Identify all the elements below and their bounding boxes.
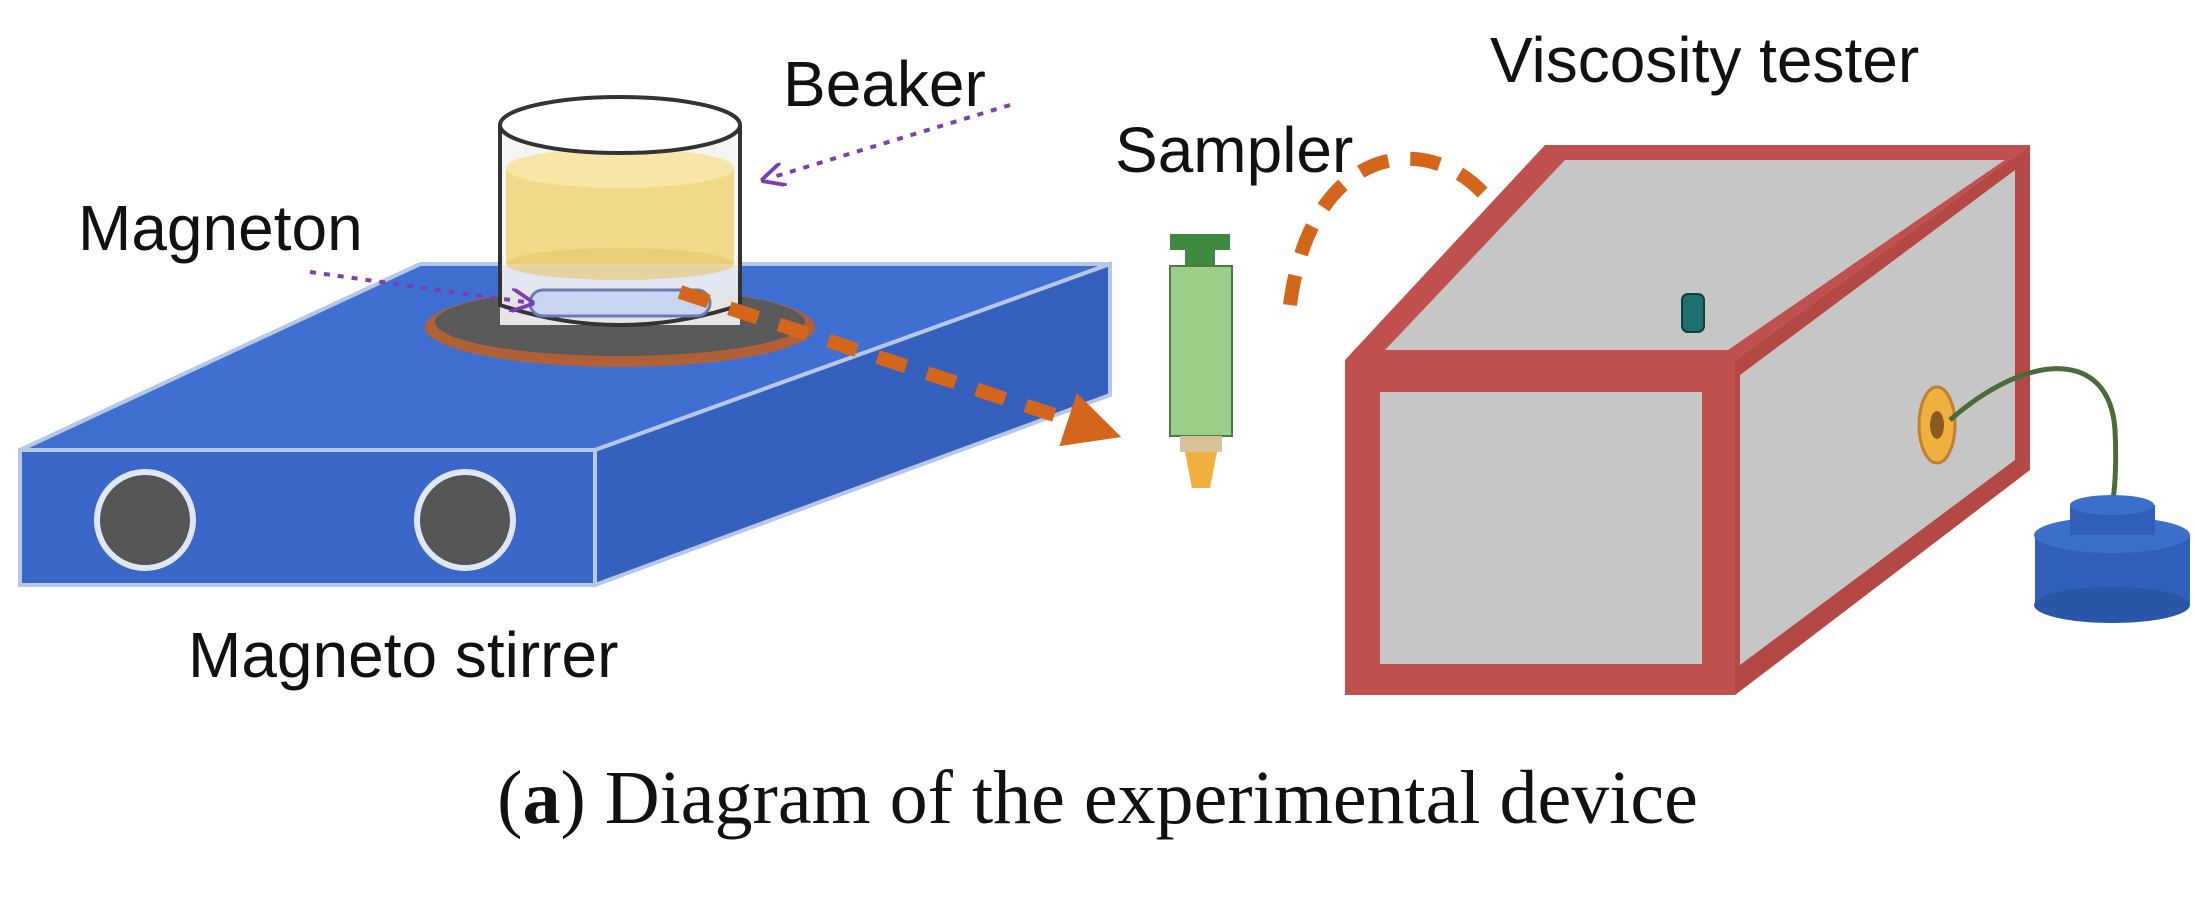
knob-icon [414,469,516,571]
caption-open-paren: ( [497,756,523,840]
viscosity-tester-label: Viscosity tester [1490,24,1920,96]
beaker-label: Beaker [783,48,986,120]
caption-text: ) Diagram of the experimental device [560,756,1698,840]
magneto-stirrer-label: Magneto stirrer [188,619,619,691]
syringe-shape [1169,234,1233,488]
sample-port [1681,293,1705,333]
caption-letter: a [522,756,561,840]
probe-sensor-icon [2034,495,2190,623]
transfer-arrow-to-sampler [677,285,1122,447]
viscosity-tester-box [1345,145,2030,695]
knob-icon [94,469,196,571]
sampler-label: Sampler [1115,114,1354,186]
figure-caption: (a) Diagram of the experimental device [0,760,2195,836]
magneton-label: Magneton [78,192,363,264]
beaker-shape [498,95,742,327]
